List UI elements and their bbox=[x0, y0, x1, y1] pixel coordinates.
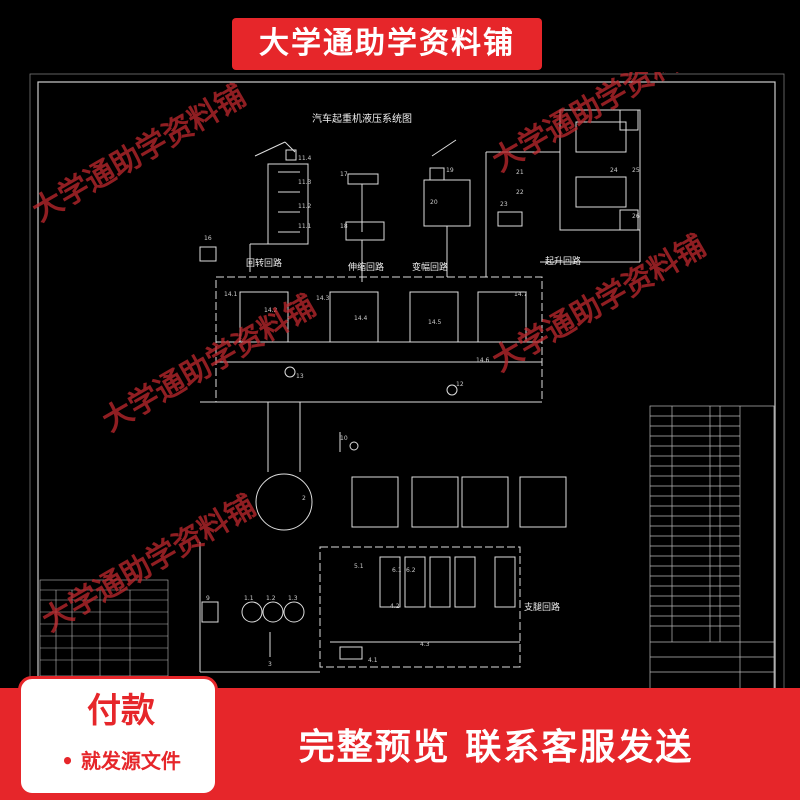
label-11-1: 11.1 bbox=[298, 223, 312, 230]
label-4-2: 4.2 bbox=[390, 603, 400, 610]
label-1-2: 1.2 bbox=[266, 595, 276, 602]
hydraulic-diagram: 汽车起重机液压系统图 11.4 11.3 11.2 11.1 16 回转回路 1… bbox=[27, 72, 785, 692]
label-14-1: 14.1 bbox=[224, 291, 238, 298]
drawing-frame bbox=[37, 81, 776, 692]
luffing-circuit bbox=[423, 139, 471, 277]
label-4-1: 4.1 bbox=[368, 657, 378, 664]
label-12: 12 bbox=[456, 381, 464, 388]
label-9: 9 bbox=[206, 595, 210, 602]
watermark-3: 大学通助学资料铺 bbox=[97, 289, 322, 439]
label-20: 20 bbox=[430, 199, 438, 206]
label-3: 3 bbox=[268, 661, 272, 668]
label-5-1: 5.1 bbox=[354, 563, 364, 570]
banner-text: 大学通助学资料铺 bbox=[259, 26, 515, 61]
hoisting-circuit bbox=[485, 109, 641, 277]
diagram-title: 汽车起重机液压系统图 bbox=[312, 112, 412, 125]
label-16: 16 bbox=[204, 235, 212, 242]
pump-circuit bbox=[199, 402, 359, 673]
luffing-circuit-label: 变幅回路 bbox=[412, 261, 448, 273]
label-10: 10 bbox=[340, 435, 348, 442]
label-26: 26 bbox=[632, 213, 640, 220]
watermark-2: 大学通助学资料铺 bbox=[487, 72, 712, 179]
label-22: 22 bbox=[516, 189, 524, 196]
label-1-1: 1.1 bbox=[244, 595, 254, 602]
label-6-2: 6.2 bbox=[406, 567, 416, 574]
telescopic-circuit bbox=[345, 173, 385, 282]
label-14-7: 14.7 bbox=[514, 291, 528, 298]
top-banner: 大学通助学资料铺 bbox=[232, 18, 542, 70]
rotation-circuit-label: 回转回路 bbox=[246, 257, 282, 269]
outrigger-circuit-label: 支腿回路 bbox=[524, 601, 560, 613]
label-14-6: 14.6 bbox=[476, 357, 490, 364]
watermark-1: 大学通助学资料铺 bbox=[27, 79, 252, 229]
label-21: 21 bbox=[516, 169, 524, 176]
label-14-3: 14.3 bbox=[316, 295, 330, 302]
watermark-4: 大学通助学资料铺 bbox=[487, 229, 712, 379]
label-11-3: 11.3 bbox=[298, 179, 312, 186]
label-17: 17 bbox=[340, 171, 348, 178]
valve-bank bbox=[200, 276, 543, 403]
outer-frame bbox=[29, 73, 785, 692]
label-24: 24 bbox=[610, 167, 618, 174]
label-1-3: 1.3 bbox=[288, 595, 298, 602]
rotation-circuit bbox=[199, 141, 309, 272]
label-23: 23 bbox=[500, 201, 508, 208]
payment-box[interactable]: 付款 • 就发源文件 bbox=[18, 676, 218, 796]
contact-message: 完整预览 联系客服发送 bbox=[298, 727, 694, 768]
label-14-5: 14.5 bbox=[428, 319, 442, 326]
label-13: 13 bbox=[296, 373, 304, 380]
label-14-2: 14.2 bbox=[264, 307, 278, 314]
label-19: 19 bbox=[446, 167, 454, 174]
watermarks: 大学通助学资料铺 大学通助学资料铺 大学通助学资料铺 大学通助学资料铺 大学通助… bbox=[27, 72, 712, 639]
watermark-5: 大学通助学资料铺 bbox=[37, 489, 262, 639]
payment-subtitle: • 就发源文件 bbox=[61, 749, 181, 773]
label-6-1: 6.1 bbox=[392, 567, 402, 574]
label-11-2: 11.2 bbox=[298, 203, 312, 210]
label-18: 18 bbox=[340, 223, 348, 230]
outrigger-circuit bbox=[319, 476, 567, 668]
label-14-4: 14.4 bbox=[354, 315, 368, 322]
label-11-4: 11.4 bbox=[298, 155, 312, 162]
hoisting-circuit-label: 起升回路 bbox=[545, 255, 581, 267]
payment-title: 付款 bbox=[87, 691, 155, 731]
label-25: 25 bbox=[632, 167, 640, 174]
parts-list-table bbox=[649, 405, 775, 691]
label-2: 2 bbox=[302, 495, 306, 502]
spec-table bbox=[39, 579, 169, 677]
telescopic-circuit-label: 伸缩回路 bbox=[348, 261, 384, 273]
label-4-3: 4.3 bbox=[420, 641, 430, 648]
